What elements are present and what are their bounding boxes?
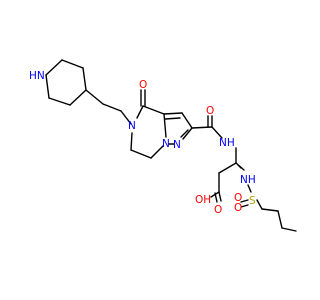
bond bbox=[120, 110, 132, 125]
atom-label-sulfonyl-o2: O bbox=[234, 202, 242, 214]
atom-label-amide-nh: NH bbox=[219, 137, 235, 149]
bond bbox=[45, 74, 50, 99]
bond bbox=[85, 89, 104, 105]
atom-label-sulfur: S bbox=[249, 195, 256, 207]
bond bbox=[164, 117, 181, 120]
bond bbox=[45, 59, 63, 76]
atom-label-amide-o: O bbox=[206, 105, 214, 117]
atom-label-ketone-o: O bbox=[139, 79, 147, 91]
bond bbox=[261, 208, 279, 212]
bond bbox=[130, 149, 152, 159]
atom-label-acid-o: O bbox=[214, 204, 222, 216]
atom-label-bridge-n: N bbox=[162, 138, 170, 150]
bond bbox=[240, 204, 249, 208]
bond bbox=[191, 126, 213, 129]
bond bbox=[182, 127, 193, 140]
atom-label-ring-n: N bbox=[128, 120, 136, 132]
bond bbox=[218, 162, 237, 174]
bond bbox=[218, 191, 222, 202]
bond bbox=[163, 112, 183, 115]
bonds bbox=[45, 59, 297, 232]
atom-label-sulfonamide-nh: NH bbox=[240, 174, 256, 186]
bond bbox=[211, 126, 223, 139]
bond bbox=[181, 112, 193, 129]
bond bbox=[48, 97, 71, 106]
atom-labels: HN N O N N O NH NH OH O O O S bbox=[29, 70, 256, 216]
bond bbox=[150, 145, 164, 159]
bond bbox=[277, 210, 283, 229]
bond bbox=[237, 164, 242, 169]
bond bbox=[61, 59, 84, 69]
bond bbox=[281, 227, 297, 232]
atom-label-sulfonyl-o1: O bbox=[234, 192, 242, 204]
atom-label-acid-oh: OH bbox=[195, 194, 211, 206]
structure-canvas: HN N O N N O NH NH OH O O O S bbox=[29, 59, 297, 232]
bond bbox=[240, 199, 249, 203]
bond bbox=[180, 129, 189, 138]
bond bbox=[142, 105, 165, 115]
atom-label-pyrazole-n: N bbox=[173, 139, 181, 151]
bond bbox=[247, 184, 252, 193]
bond bbox=[136, 105, 144, 119]
atom-label-piperidine-nh: HN bbox=[29, 70, 45, 82]
bond bbox=[130, 132, 133, 151]
bond bbox=[102, 103, 122, 112]
bond bbox=[214, 192, 218, 203]
bond bbox=[69, 89, 87, 106]
bond bbox=[163, 113, 167, 138]
bond bbox=[256, 199, 263, 210]
molecule-diagram: HN N O N N O NH NH OH O O O S bbox=[29, 59, 297, 232]
bond bbox=[82, 67, 87, 91]
